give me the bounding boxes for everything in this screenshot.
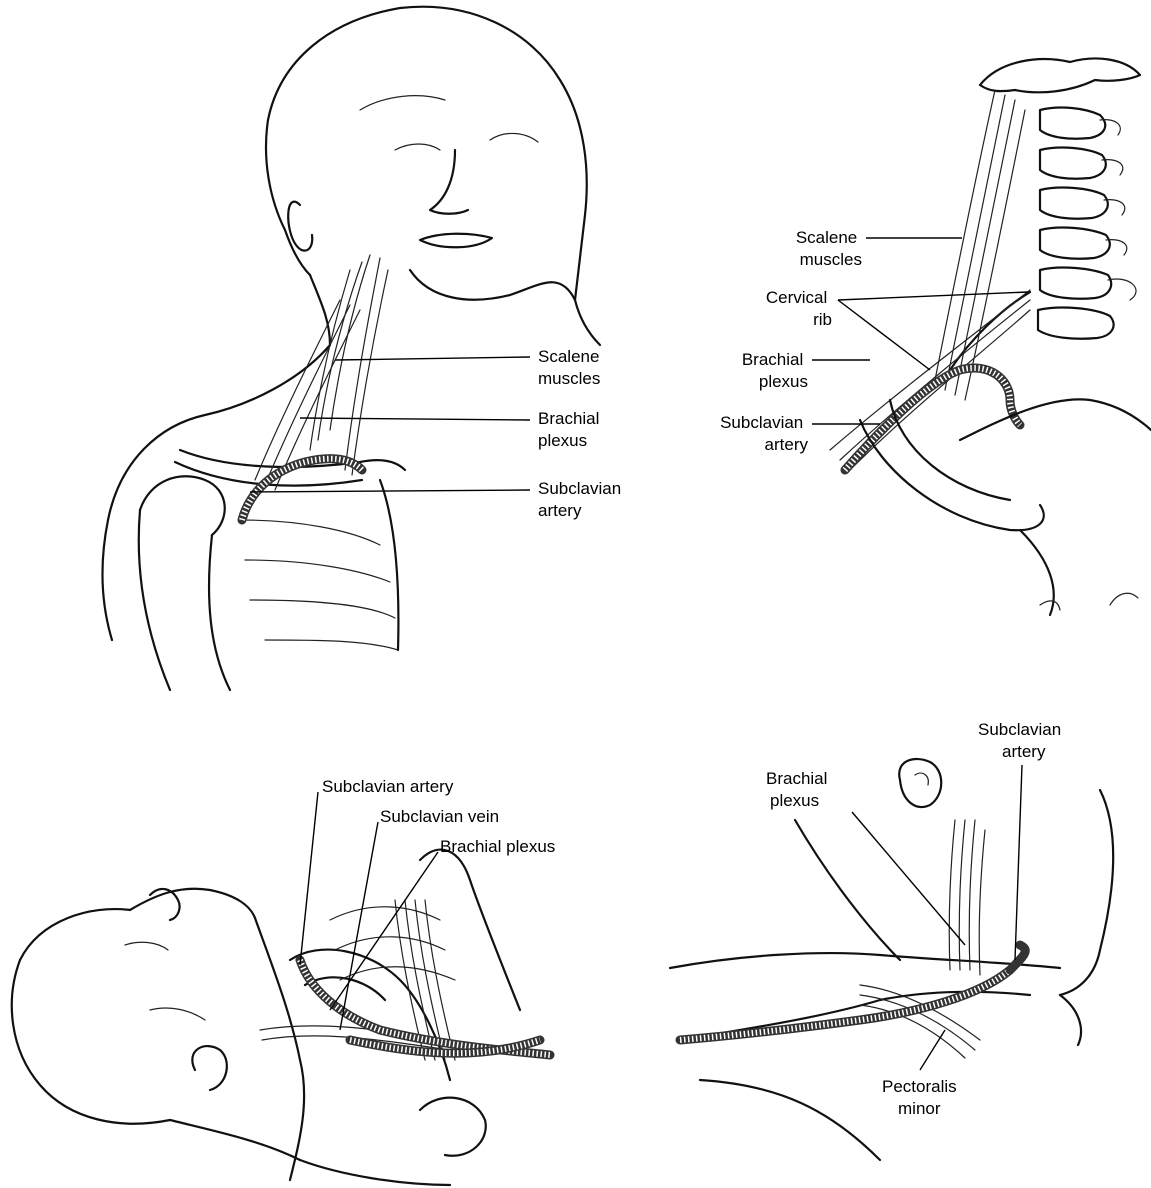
leader-subclavian-vein	[340, 822, 378, 1030]
label-subclavian-artery: Subclavian artery	[720, 413, 808, 454]
leader-brachial-plexus	[330, 852, 438, 1010]
label-pectoralis-minor: Pectoralis minor	[882, 1077, 961, 1118]
leader-brachial	[300, 418, 530, 420]
panel-4-leaders	[852, 765, 1022, 1070]
leader-scalene	[335, 357, 530, 360]
leader-subclavian-artery	[1015, 765, 1022, 960]
panel-1-illustration	[102, 7, 600, 690]
label-cervical-rib: Cervical rib	[766, 288, 832, 329]
label-brachial-plexus: Brachial plexus	[742, 350, 808, 391]
label-subclavian-artery: Subclavian artery	[322, 777, 454, 796]
label-brachial-plexus: Brachial plexus	[538, 409, 604, 450]
label-subclavian-artery: Subclavian artery	[538, 479, 626, 520]
leader-cervical-a	[838, 292, 1028, 300]
label-subclavian-vein: Subclavian vein	[380, 807, 499, 826]
panel-3-illustration	[12, 850, 550, 1185]
label-brachial-plexus: Brachial plexus	[440, 837, 555, 856]
label-subclavian-artery: Subclavian artery	[978, 720, 1066, 761]
leader-subclavian-artery	[300, 792, 318, 965]
panel-2-illustration	[830, 58, 1151, 615]
label-scalene-muscles: Scalene muscles	[538, 347, 604, 388]
panel-4-illustration	[670, 759, 1113, 1160]
label-scalene-muscles: Scalene muscles	[796, 228, 862, 269]
label-brachial-plexus: Brachial plexus	[766, 769, 832, 810]
leader-subclavian	[250, 490, 530, 492]
leader-pectoralis-minor	[920, 1030, 945, 1070]
